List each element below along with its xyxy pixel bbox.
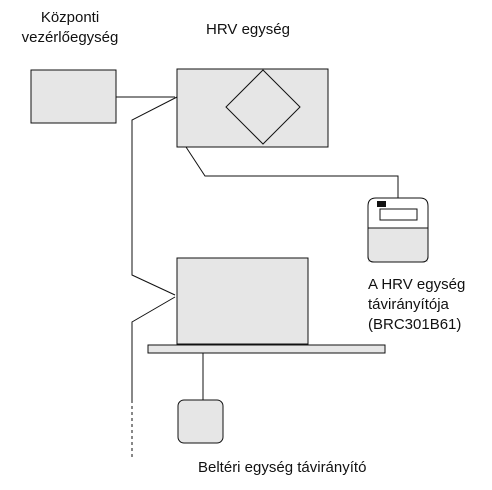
central-controller-label-line1: Központi (40, 9, 100, 26)
wire-hrv-to-indoor (131, 96, 178, 296)
hrv-remote-controller (367, 197, 429, 263)
central-controller-box (30, 69, 117, 124)
hrv-remote-label-line3: (BRC301B61) (368, 316, 462, 333)
hrv-remote-label-line1: A HRV egység (368, 276, 466, 293)
indoor-remote-controller (177, 399, 224, 444)
hrv-remote-label-line2: távirányítója (368, 296, 449, 313)
wire-indoor-return (131, 296, 176, 400)
hrv-unit-label: HRV egység (206, 21, 290, 38)
indoor-remote-label: Beltéri egység távirányító (198, 459, 367, 476)
wire-hrv-to-remote (185, 146, 399, 198)
central-controller-label: Központi vezérlőegység (20, 8, 120, 48)
hrv-remote-label: A HRV egység távirányítója (BRC301B61) (368, 275, 465, 335)
central-controller-label-line2: vezérlőegység (21, 29, 119, 46)
indoor-unit-box (176, 257, 309, 345)
indoor-unit-base-plate (147, 344, 386, 354)
heat-exchanger-diamond-icon (225, 69, 301, 145)
